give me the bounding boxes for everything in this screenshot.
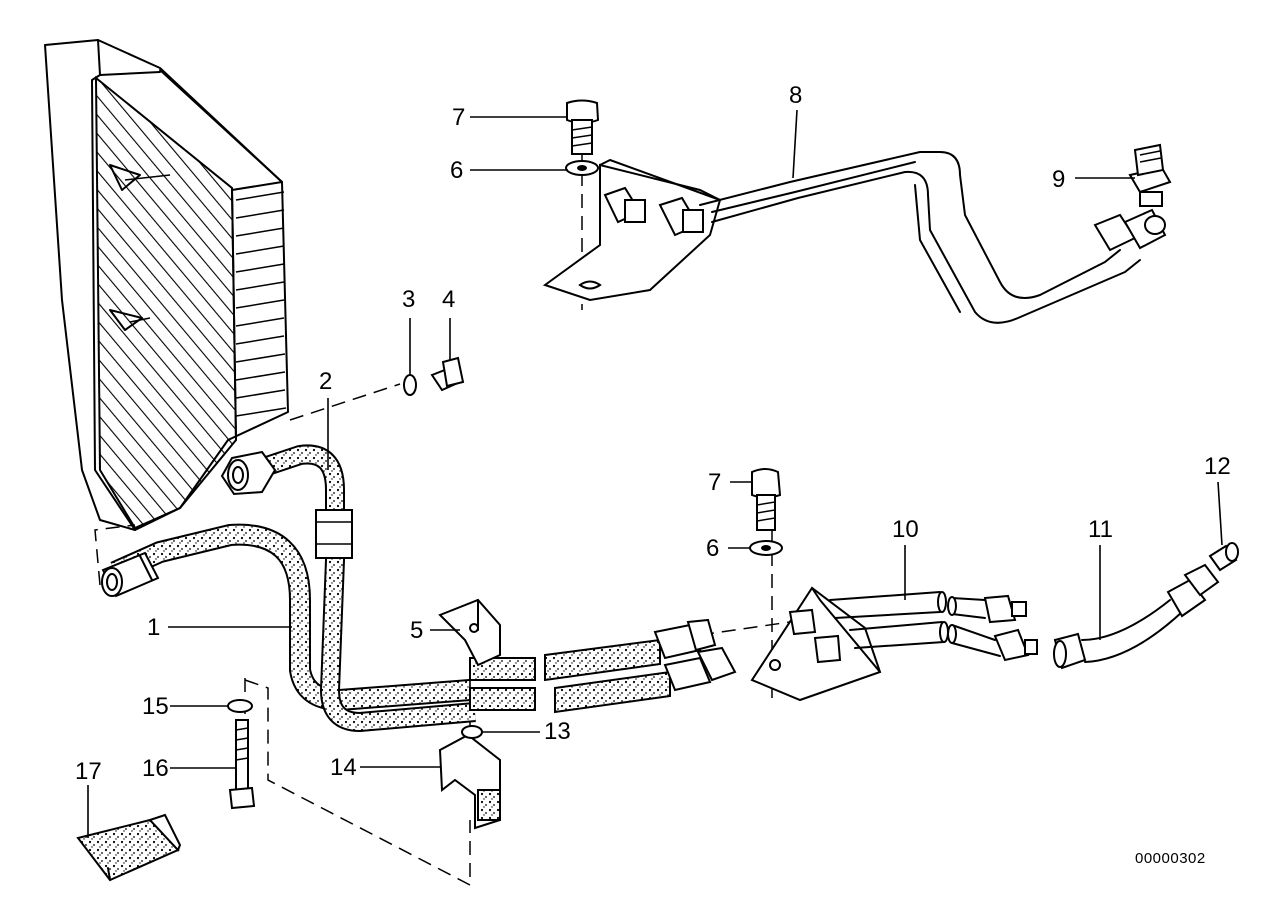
callout-1: 1 — [147, 614, 161, 641]
callout-11: 11 — [1088, 516, 1113, 543]
callout-6-mid: 6 — [706, 535, 720, 562]
bracket-middle — [749, 468, 882, 702]
callout-3: 3 — [402, 286, 416, 313]
oil-cooler — [44, 39, 289, 531]
callout-6-top: 6 — [450, 157, 464, 184]
callout-12: 12 — [1204, 453, 1231, 480]
callout-14: 14 — [330, 754, 357, 781]
clip-5 — [438, 598, 501, 667]
callout-15: 15 — [142, 693, 169, 720]
leader-lines — [87, 109, 1223, 838]
bolt-16 — [227, 699, 256, 810]
hose-pair-middle — [469, 618, 737, 714]
hose-1 — [101, 523, 471, 712]
callout-9: 9 — [1052, 166, 1066, 193]
callout-7-top: 7 — [452, 104, 466, 131]
washer-3-plug-4 — [403, 356, 465, 396]
diagram-code: 00000302 — [1135, 850, 1206, 867]
pad-17 — [76, 813, 182, 882]
callout-10: 10 — [892, 516, 919, 543]
callout-4: 4 — [442, 286, 456, 313]
pipe-assembly-8 — [542, 99, 1172, 324]
callout-7-mid: 7 — [708, 469, 722, 496]
callout-17: 17 — [75, 758, 102, 785]
hose-10 — [829, 591, 1038, 662]
callout-5: 5 — [410, 617, 424, 644]
hose-11 — [1053, 542, 1239, 670]
callout-8: 8 — [789, 82, 803, 109]
callout-2: 2 — [319, 368, 333, 395]
clamp-14 — [438, 725, 501, 830]
callout-13: 13 — [544, 718, 571, 745]
pipe-2 — [220, 444, 476, 733]
callout-16: 16 — [142, 755, 169, 782]
